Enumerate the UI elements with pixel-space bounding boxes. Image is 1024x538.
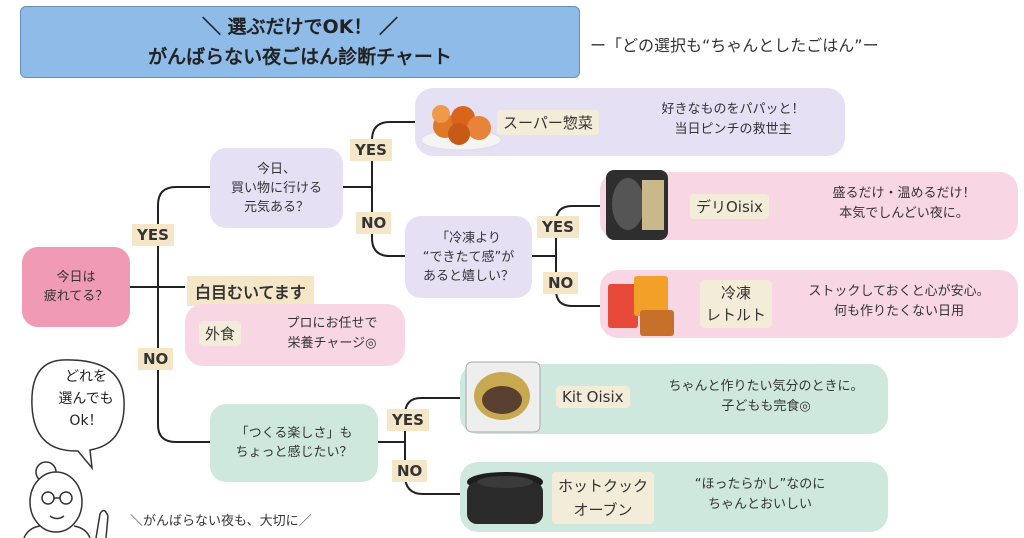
result-hotcook-desc: “ほったらかし”なのに ちゃんとおいしい — [694, 477, 826, 512]
subtitle: ー「どの選択も“ちゃんとしたごはん”ー — [590, 36, 879, 55]
result-hotcook: ホットクック オーブン “ほったらかし”なのに ちゃんとおいしい — [460, 462, 888, 532]
result-deli: デリOisix 盛るだけ・温めるだけ！ 本気でしんどい夜に。 — [600, 170, 1018, 240]
result-gaishoku-name: 外食 — [199, 321, 242, 346]
result-kitoisix: Kit Oisix ちゃんと作りたい気分のときに。 子どもも完食◎ — [460, 361, 888, 434]
result-deli-desc: 盛るだけ・温めるだけ！ 本気でしんどい夜に。 — [832, 186, 976, 221]
result-super-desc: 好きなものをパパッと！ 当日ピンチの救世主 — [661, 102, 805, 137]
branch-yes-start: YES — [132, 224, 174, 246]
branch-shiromeku: 白目むいてます — [187, 276, 314, 306]
question-cooking: 「つくる楽しさ」も ちょっと感じたい？ — [210, 404, 378, 482]
hotcook-pot-icon — [467, 472, 543, 524]
branch-yes-shopping: YES — [350, 139, 392, 161]
speech-bubble-text: どれを 選んでも Ok！ — [58, 369, 114, 429]
result-reitou-desc: ストックしておくと心が安心。 何も作りたくない日用 — [808, 284, 990, 319]
retort-pouch-icon — [608, 276, 674, 336]
branch-yes-frozen: YES — [537, 216, 579, 238]
question-frozen: 「冷凍より “できたて感”が あると嬉しい？ — [405, 216, 532, 298]
branch-no-shopping: NO — [356, 212, 392, 234]
result-gaishoku-desc: プロにお任せで 栄養チャージ◎ — [286, 316, 378, 351]
question-shopping: 今日、 買い物に行ける 元気ある？ — [210, 148, 343, 228]
branch-no-frozen: NO — [543, 272, 579, 294]
result-reitou: 冷凍 レトルト ストックしておくと心が安心。 何も作りたくない日用 — [600, 270, 1018, 338]
fried-chicken-icon — [420, 105, 502, 151]
result-deli-name: デリOisix — [690, 194, 769, 219]
meal-kit-icon — [465, 361, 541, 433]
title-line-2: がんばらない夜ごはん診断チャート — [148, 46, 452, 68]
bottom-caption: ＼がんばらない夜も、大切に／ — [130, 514, 312, 529]
result-super: スーパー惣菜 好きなものをパパッと！ 当日ピンチの救世主 — [415, 88, 845, 156]
result-super-name: スーパー惣菜 — [497, 110, 599, 135]
branch-yes-cooking: YES — [387, 409, 429, 431]
question-start: 今日は 疲れてる？ — [22, 247, 130, 327]
result-hotcook-name: ホットクック オーブン — [552, 472, 655, 524]
deli-container-icon — [606, 170, 668, 240]
chart-title-box: ＼ 選ぶだけでOK！ ／ がんばらない夜ごはん診断チャート — [20, 6, 580, 78]
result-gaishoku: 外食 プロにお任せで 栄養チャージ◎ — [185, 304, 405, 366]
branch-no-cooking: NO — [392, 460, 428, 482]
branch-no-start: NO — [138, 348, 174, 370]
result-kitoisix-name: Kit Oisix — [556, 386, 630, 408]
title-line-1: ＼ 選ぶだけでOK！ ／ — [201, 16, 399, 38]
woman-character-icon — [23, 359, 125, 538]
result-kitoisix-desc: ちゃんと作りたい気分のときに。 子どもも完食◎ — [668, 379, 864, 414]
result-reitou-name: 冷凍 レトルト — [700, 280, 773, 328]
